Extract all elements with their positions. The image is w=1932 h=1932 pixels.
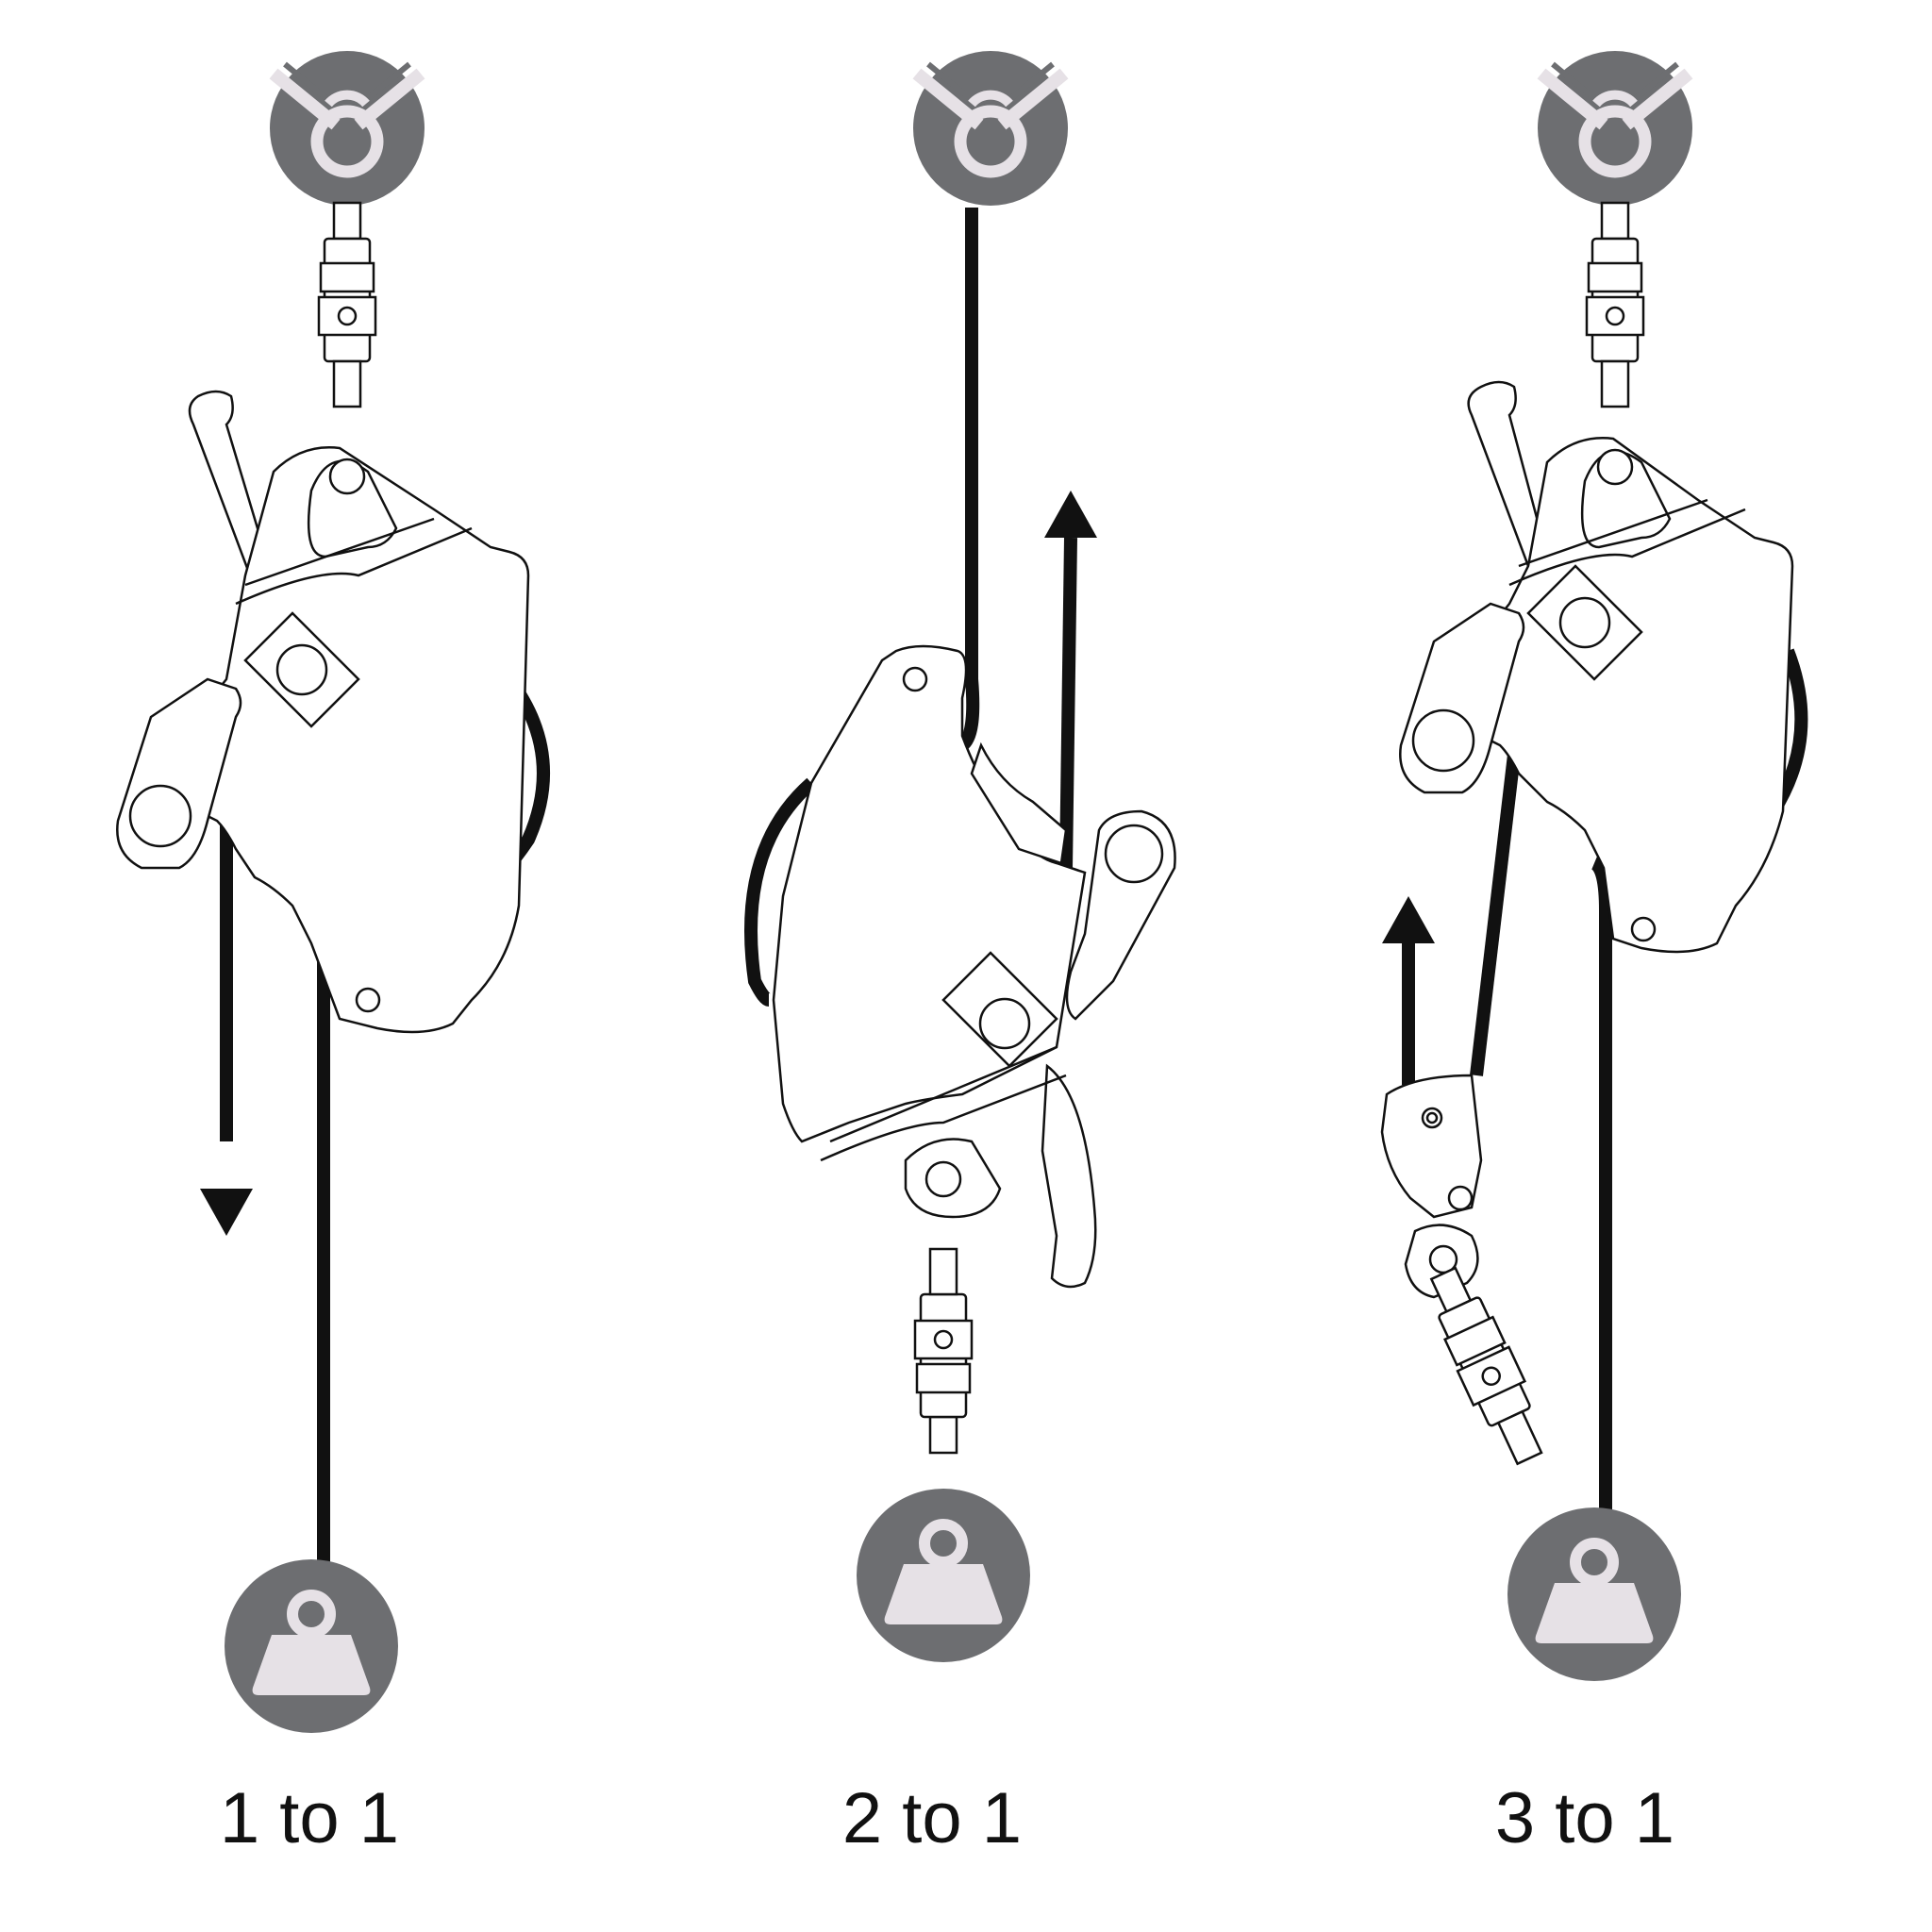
caption-3-to-1: 3 to 1 (1494, 1778, 1675, 1858)
progress-capture-device (1380, 1074, 1483, 1299)
anchor-icon (1538, 51, 1692, 206)
panel-1-to-1 (116, 51, 550, 1733)
pulley-device (1399, 380, 1794, 954)
carabiner-bottom (913, 1247, 974, 1455)
weight-icon (857, 1489, 1030, 1662)
pulley-device (772, 644, 1176, 1289)
rope-haul (1059, 537, 1077, 869)
carabiner-lower (1416, 1260, 1557, 1472)
anchor-icon (913, 51, 1068, 206)
panel-3-to-1 (1380, 51, 1808, 1681)
rope-return (1470, 754, 1521, 1076)
weight-icon (1507, 1507, 1681, 1681)
carabiner-top (317, 201, 377, 408)
arrow-down-icon (200, 1132, 253, 1236)
carabiner-top (1585, 201, 1645, 408)
rope-load (744, 777, 816, 1007)
arrow-up-icon (1044, 491, 1097, 538)
arrow-up-icon (1382, 896, 1435, 943)
anchor-icon (270, 51, 425, 206)
caption-2-to-1: 2 to 1 (841, 1778, 1023, 1858)
weight-icon (225, 1559, 398, 1733)
caption-1-to-1: 1 to 1 (219, 1778, 400, 1858)
panel-2-to-1 (744, 51, 1176, 1662)
pulley-device (116, 390, 530, 1034)
